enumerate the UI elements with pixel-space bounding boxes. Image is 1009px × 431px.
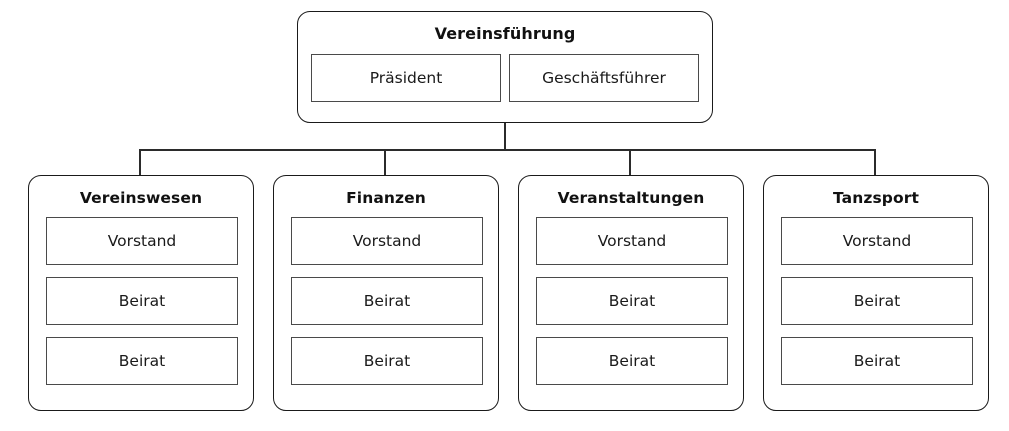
leadership-member-row: Präsident Geschäftsführer bbox=[298, 54, 712, 102]
department-card-vereinswesen[interactable]: Vereinswesen Vorstand Beirat Beirat bbox=[28, 175, 254, 411]
department-title-vereinswesen: Vereinswesen bbox=[79, 189, 203, 207]
leadership-card[interactable]: Vereinsführung Präsident Geschäftsführer bbox=[297, 11, 713, 123]
role-label: Vorstand bbox=[842, 232, 912, 250]
role-slot[interactable]: Beirat bbox=[291, 277, 483, 325]
connector-bus-horizontal bbox=[139, 149, 876, 151]
department-card-veranstaltungen[interactable]: Veranstaltungen Vorstand Beirat Beirat bbox=[518, 175, 744, 411]
leadership-member-managing-director[interactable]: Geschäftsführer bbox=[509, 54, 699, 102]
connector-drop-dept-1 bbox=[384, 149, 386, 176]
role-slot[interactable]: Beirat bbox=[536, 337, 728, 385]
department-roles-veranstaltungen: Vorstand Beirat Beirat bbox=[519, 217, 743, 385]
role-label: Beirat bbox=[363, 352, 411, 370]
leadership-title: Vereinsführung bbox=[434, 24, 576, 43]
department-roles-vereinswesen: Vorstand Beirat Beirat bbox=[29, 217, 253, 385]
role-label: Vorstand bbox=[352, 232, 422, 250]
leadership-member-managing-director-label: Geschäftsführer bbox=[542, 69, 666, 87]
connector-drop-dept-3 bbox=[874, 149, 876, 176]
role-slot[interactable]: Vorstand bbox=[536, 217, 728, 265]
connector-drop-dept-0 bbox=[139, 149, 141, 176]
role-slot[interactable]: Beirat bbox=[291, 337, 483, 385]
role-label: Beirat bbox=[608, 352, 656, 370]
role-slot[interactable]: Vorstand bbox=[781, 217, 973, 265]
department-roles-finanzen: Vorstand Beirat Beirat bbox=[274, 217, 498, 385]
role-label: Beirat bbox=[608, 292, 656, 310]
role-label: Beirat bbox=[853, 292, 901, 310]
department-card-finanzen[interactable]: Finanzen Vorstand Beirat Beirat bbox=[273, 175, 499, 411]
role-label: Vorstand bbox=[597, 232, 667, 250]
department-title-finanzen: Finanzen bbox=[346, 189, 426, 207]
role-label: Beirat bbox=[118, 352, 166, 370]
role-slot[interactable]: Beirat bbox=[46, 277, 238, 325]
role-label: Beirat bbox=[363, 292, 411, 310]
leadership-member-president-label: Präsident bbox=[369, 69, 443, 87]
role-slot[interactable]: Beirat bbox=[536, 277, 728, 325]
department-card-tanzsport[interactable]: Tanzsport Vorstand Beirat Beirat bbox=[763, 175, 989, 411]
department-title-tanzsport: Tanzsport bbox=[832, 189, 919, 207]
leadership-member-president[interactable]: Präsident bbox=[311, 54, 501, 102]
connector-stem-leadership bbox=[504, 122, 506, 151]
role-slot[interactable]: Beirat bbox=[46, 337, 238, 385]
connector-drop-dept-2 bbox=[629, 149, 631, 176]
department-title-veranstaltungen: Veranstaltungen bbox=[557, 189, 705, 207]
role-label: Vorstand bbox=[107, 232, 177, 250]
role-label: Beirat bbox=[853, 352, 901, 370]
role-label: Beirat bbox=[118, 292, 166, 310]
role-slot[interactable]: Beirat bbox=[781, 277, 973, 325]
department-roles-tanzsport: Vorstand Beirat Beirat bbox=[764, 217, 988, 385]
role-slot[interactable]: Vorstand bbox=[46, 217, 238, 265]
role-slot[interactable]: Vorstand bbox=[291, 217, 483, 265]
role-slot[interactable]: Beirat bbox=[781, 337, 973, 385]
